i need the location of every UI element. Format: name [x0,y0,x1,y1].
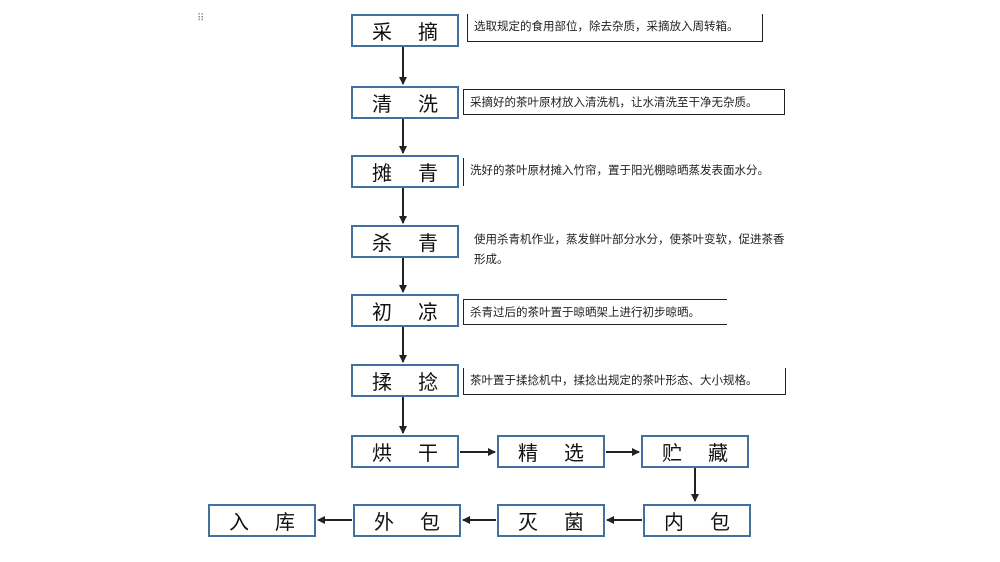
step-sorting: 精选 [497,435,605,468]
step-fixing: 杀青 [351,225,459,258]
step-picking: 采摘 [351,14,459,47]
step-label: 藏 [708,441,728,465]
step-cooling: 初凉 [351,294,459,327]
step-label: 烘 [372,441,392,465]
step-drying: 烘干 [351,435,459,468]
step-label: 揉 [372,370,392,394]
step-label: 精 [518,441,538,465]
step-label: 青 [418,231,438,255]
step-label: 包 [420,510,440,534]
step-label: 采 [372,20,392,44]
step-label: 选 [564,441,584,465]
step-label: 凉 [418,300,438,324]
step-warehousing: 入库 [208,504,316,537]
step-outer-packing: 外包 [353,504,461,537]
step-label: 青 [418,161,438,185]
step-label: 杀 [372,231,392,255]
step-label: 清 [372,92,392,116]
step-label: 外 [374,510,394,534]
step-label: 摘 [418,20,438,44]
step-inner-packing: 内包 [643,504,751,537]
step-label: 洗 [418,92,438,116]
step-storage: 贮藏 [641,435,749,468]
note-rolling: 茶叶置于揉捻机中，揉捻出规定的茶叶形态、大小规格。 [463,368,786,395]
note-cooling: 杀青过后的茶叶置于晾晒架上进行初步晾晒。 [463,299,727,325]
step-spreading: 摊青 [351,155,459,188]
step-label: 内 [664,510,684,534]
step-label: 摊 [372,161,392,185]
step-label: 菌 [564,510,584,534]
step-rolling: 揉捻 [351,364,459,397]
step-washing: 清洗 [351,86,459,119]
note-spreading: 洗好的茶叶原材摊入竹帘，置于阳光棚晾晒蒸发表面水分。 [463,158,775,186]
note-picking: 选取规定的食用部位，除去杂质，采摘放入周转箱。 [467,14,763,42]
step-label: 贮 [662,441,682,465]
step-label: 捻 [418,370,438,394]
step-label: 初 [372,300,392,324]
step-label: 包 [710,510,730,534]
note-washing: 采摘好的茶叶原材放入清洗机，让水清洗至干净无杂质。 [463,89,785,115]
step-sterilization: 灭菌 [497,504,605,537]
step-label: 库 [275,510,295,534]
step-label: 入 [229,510,249,534]
drag-handle-icon[interactable]: ⠿ [197,13,204,24]
step-label: 干 [418,441,438,465]
note-fixing: 使用杀青机作业，蒸发鲜叶部分水分，使茶叶变软，促进茶香形成。 [474,232,785,266]
step-label: 灭 [518,510,538,534]
